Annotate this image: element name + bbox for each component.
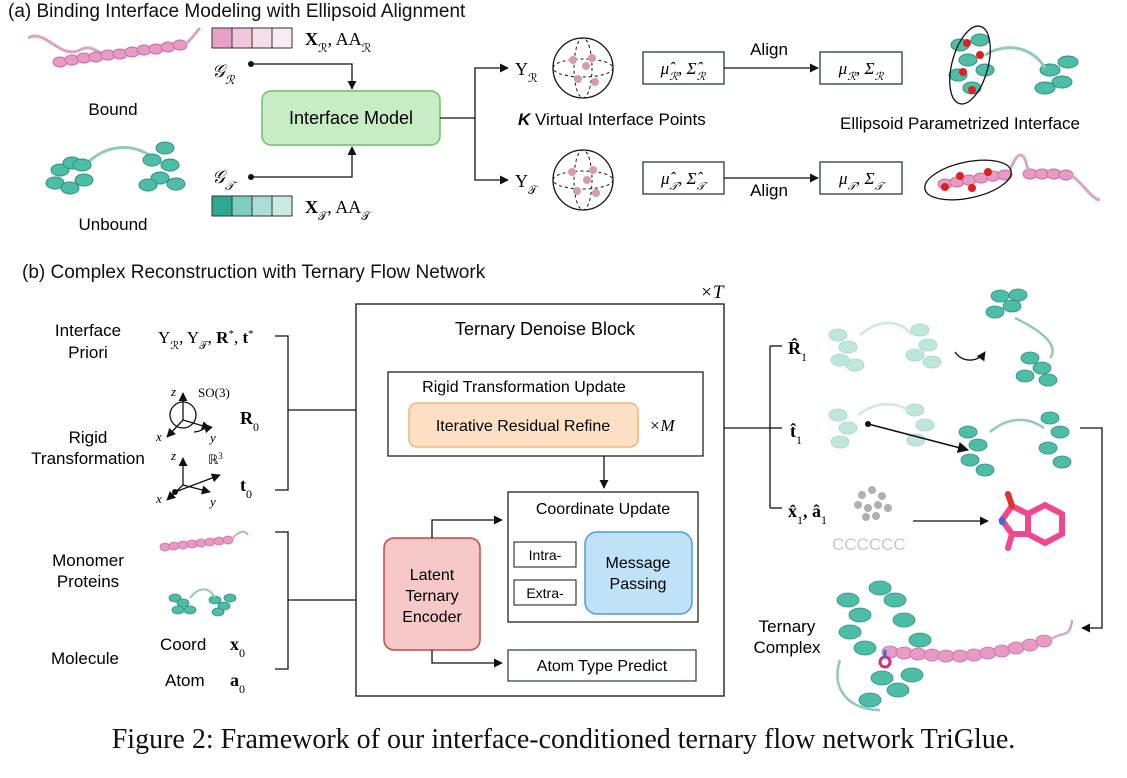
atom-type-predict-box — [507, 649, 697, 682]
times-t-label: ×T — [700, 282, 725, 303]
t1-hat-label: t̂1 — [790, 421, 802, 447]
rotation-illustration — [828, 288, 1058, 387]
target-sequence-bar — [211, 195, 293, 217]
translation-illustration — [828, 402, 1072, 477]
virtual-points-sphere-t — [552, 149, 614, 211]
align-top-label: Align — [750, 40, 788, 59]
r1-hat-label: R̂1 — [788, 338, 807, 364]
virtual-points-label: K Virtual Interface Points — [518, 110, 706, 129]
ternary-denoise-block-title: Ternary Denoise Block — [455, 319, 636, 339]
x1-a1-label: x̂1, â1 — [788, 501, 827, 527]
graph-r-label: 𝒢ℛ — [212, 61, 236, 87]
so3-z-label: z — [170, 384, 176, 399]
ellipsoid-interface-label: Ellipsoid Parametrized Interface — [840, 114, 1080, 133]
y-t-label: Y𝒯 — [515, 171, 539, 197]
atom-label: Atom — [165, 671, 205, 690]
monomer-teal-illustration — [168, 588, 237, 617]
r3-y-label: y — [208, 494, 216, 509]
ternary-complex-illustration — [836, 580, 1074, 712]
so3-y-label: y — [208, 430, 216, 445]
atom-type-predict-label: Atom Type Predict — [537, 658, 668, 675]
framework-diagram: (a) Binding Interface Modeling with Elli… — [8, 1, 1103, 712]
so3-axes-icon — [166, 392, 213, 438]
r3-x-label: x — [155, 491, 162, 506]
times-m-label: ×M — [649, 416, 675, 435]
so3-label: SO(3) — [198, 385, 230, 400]
molecule-label: Molecule — [51, 649, 119, 668]
estimated-params-t-box — [642, 161, 725, 195]
extra-label: Extra- — [526, 585, 564, 601]
t0-label: t0 — [240, 475, 252, 501]
so3-x-label: x — [155, 429, 162, 444]
extra-box — [513, 579, 577, 606]
bound-protein-illustration — [27, 26, 202, 68]
message-passing-box — [584, 531, 693, 615]
molecule-structure-icon — [998, 491, 1065, 551]
panel-a-title: (a) Binding Interface Modeling with Elli… — [8, 1, 466, 22]
unbound-protein-illustration — [45, 141, 186, 195]
target-params-t-box — [819, 161, 903, 195]
molecule-point-cloud — [854, 486, 892, 521]
receptor-sequence-bar — [211, 27, 293, 49]
r0-label: R0 — [240, 408, 259, 434]
monomer-pink-illustration — [159, 530, 249, 552]
iterative-refine-box — [408, 402, 639, 448]
target-params-r-box — [819, 51, 903, 85]
interface-model-label: Interface Model — [289, 108, 413, 128]
smiles-label: CCCCCC — [832, 535, 906, 554]
unbound-label: Unbound — [78, 215, 147, 234]
panel-b-title: (b) Complex Reconstruction with Ternary … — [22, 262, 486, 283]
atom-math: a0 — [230, 670, 245, 696]
coord-math: x0 — [230, 634, 245, 660]
figure-caption: Figure 2: Framework of our interface-con… — [111, 724, 1016, 755]
target-params-r-label: μℛ, Σℛ — [838, 59, 885, 83]
r3-z-label: z — [170, 448, 176, 463]
receptor-features-label: Xℛ, AAℛ — [305, 29, 372, 55]
coord-label: Coord — [160, 635, 206, 654]
ellipsoid-interface-bottom — [924, 153, 1101, 202]
target-params-t-label: μ𝒯, Σ𝒯 — [838, 169, 887, 193]
target-features-label: X𝒯, AA𝒯 — [305, 197, 372, 223]
align-bottom-label: Align — [750, 181, 788, 200]
coordinate-update-title: Coordinate Update — [536, 501, 670, 518]
y-r-label: Yℛ — [515, 59, 538, 85]
intra-box — [513, 541, 577, 568]
rigid-update-title: Rigid Transformation Update — [422, 379, 626, 396]
interface-priori-math: Yℛ, Y𝒯, R*, t* — [158, 328, 254, 352]
iterative-refine-label: Iterative Residual Refine — [436, 418, 610, 435]
r3-label: ℝ3 — [208, 451, 223, 467]
ellipsoid-interface-top — [948, 25, 1079, 105]
graph-t-label: 𝒢𝒯 — [212, 167, 238, 193]
intra-label: Intra- — [529, 547, 562, 563]
virtual-points-sphere-r — [552, 37, 614, 99]
bound-label: Bound — [88, 100, 137, 119]
